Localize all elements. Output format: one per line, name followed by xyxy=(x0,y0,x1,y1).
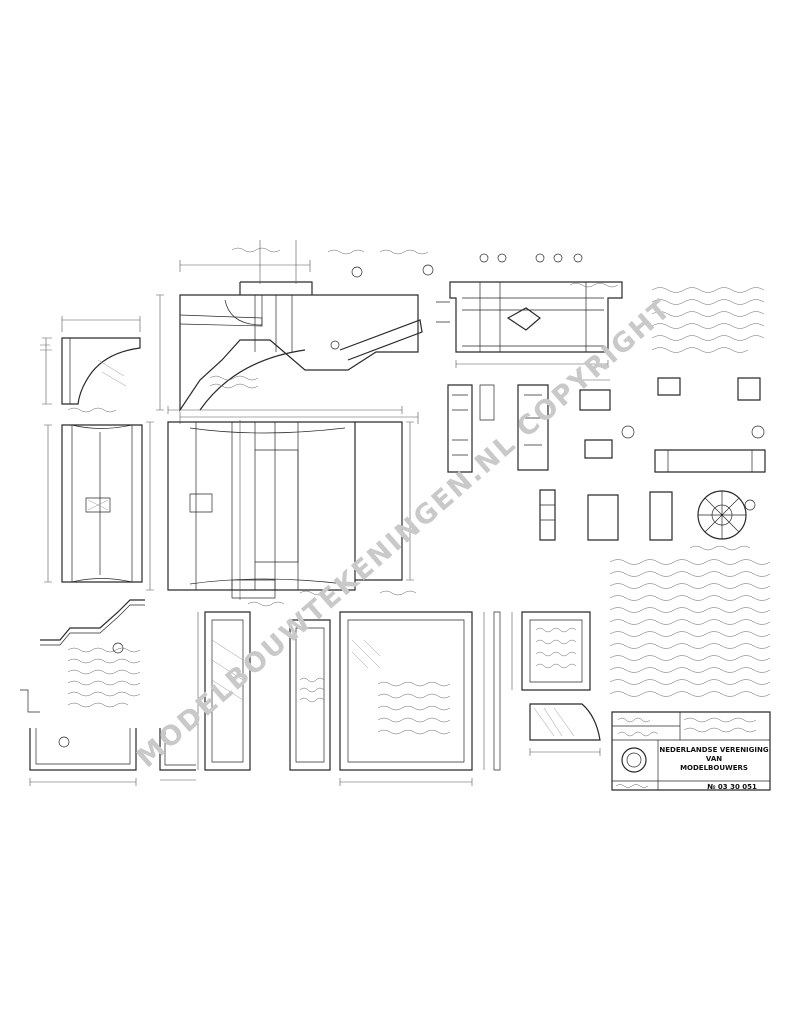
view-plan-left xyxy=(44,424,143,583)
notes-block-top xyxy=(651,287,765,353)
view-large-panel xyxy=(339,611,501,786)
copyright-watermark: MODELBOUWTEKENINGEN.NL COPYRIGHT xyxy=(131,293,678,774)
view-front-elevation xyxy=(156,240,423,424)
view-side-assembly xyxy=(379,249,623,368)
association-seal-icon xyxy=(621,747,647,773)
view-framed-panel xyxy=(511,611,591,691)
view-l-section xyxy=(159,728,196,781)
drawing-number: № 03 30 051 xyxy=(707,783,757,791)
view-side-bracket xyxy=(40,316,141,405)
view-bent-rod xyxy=(20,599,145,713)
view-vertical-plate xyxy=(197,611,251,771)
view-u-channel xyxy=(29,728,137,786)
notes-block-middle xyxy=(609,545,771,697)
script-caption xyxy=(67,407,117,413)
view-tall-panel xyxy=(289,619,331,771)
parts-cluster xyxy=(447,377,766,541)
title-org-line1: NEDERLANDSE VERENIGING xyxy=(659,746,768,754)
title-org-line2: VAN xyxy=(706,755,722,763)
view-plan-main xyxy=(146,406,417,607)
title-block: NEDERLANDSE VERENIGING VAN MODELBOUWERS … xyxy=(611,711,771,791)
title-org-line3: MODELBOUWERS xyxy=(680,764,748,772)
view-wedge xyxy=(529,703,601,756)
